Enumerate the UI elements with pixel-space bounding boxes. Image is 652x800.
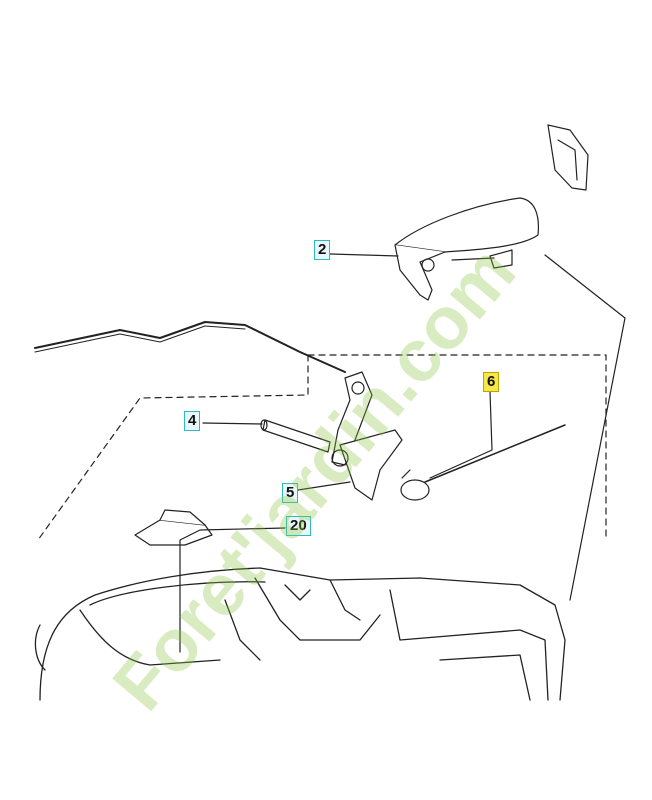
callout-20: 20 [286, 516, 311, 536]
part-bracket [547, 124, 589, 191]
frame-leader [544, 254, 626, 601]
leader-5 [297, 481, 351, 491]
leader-4 [202, 422, 263, 425]
part-pin [260, 419, 331, 453]
part-trigger-handle [394, 197, 540, 301]
callout-5: 5 [282, 483, 299, 503]
part-spring [400, 424, 566, 501]
dashed-boundary [307, 354, 607, 541]
part-clip [134, 509, 213, 546]
leader-20 [179, 527, 286, 653]
part-throttle-lever [331, 371, 403, 501]
dashed-boundary-left [37, 354, 309, 541]
throttle-cable [34, 321, 346, 373]
leader-2 [329, 253, 399, 257]
callout-2: 2 [314, 240, 331, 260]
callout-6: 6 [483, 372, 500, 392]
leader-6 [429, 391, 493, 479]
housing [34, 567, 566, 701]
callout-4: 4 [184, 411, 201, 431]
